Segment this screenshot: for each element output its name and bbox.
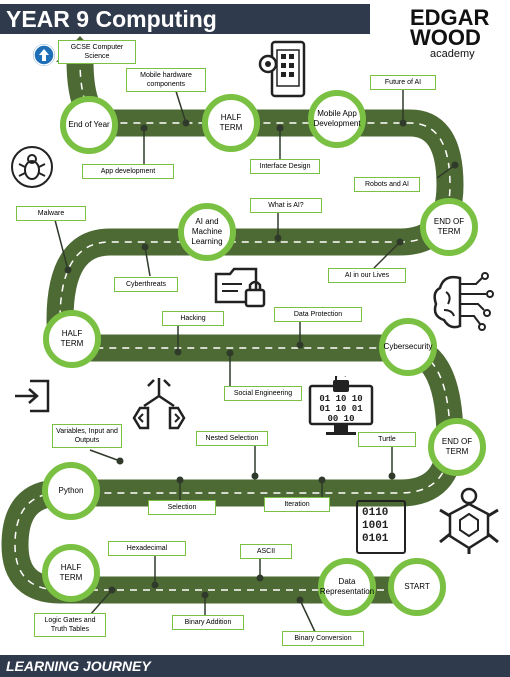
milestone-half-term-1: HALF TERM	[202, 94, 260, 152]
monitor-binary-text: 01 10 10 01 10 01 00 10	[319, 394, 363, 424]
footer-title: LEARNING JOURNEY	[6, 658, 151, 674]
footer-banner: LEARNING JOURNEY	[0, 655, 510, 677]
milestone-end-of-year: End of Year	[60, 96, 118, 154]
milestone-cybersecurity: Cybersecurity	[379, 318, 437, 376]
topic-robots-and-ai: Robots and AI	[354, 177, 420, 192]
topic-gcse-computer-science: GCSE Computer Science	[58, 40, 136, 64]
road-center-line	[14, 59, 451, 591]
milestone-half-term-3: HALF TERM	[42, 544, 100, 602]
school-logo: EDGAR WOOD academy	[410, 5, 506, 70]
bug-icon	[11, 146, 53, 188]
topic-turtle: Turtle	[358, 432, 416, 447]
topic-nested-selection: Nested Selection	[196, 431, 268, 446]
topic-hacking: Hacking	[162, 311, 224, 326]
mobile-app-icon	[258, 40, 306, 98]
topic-future-of-ai: Future of AI	[370, 75, 436, 90]
milestone-python: Python	[42, 462, 100, 520]
page-title: YEAR 9 Computing	[6, 6, 217, 32]
milestone-ai-ml: AI and Machine Learning	[178, 203, 236, 261]
milestone-label: Mobile App Development	[313, 109, 361, 128]
topic-data-protection: Data Protection	[274, 307, 362, 322]
topic-app-development: App development	[82, 164, 174, 179]
milestone-mobile-app: Mobile App Development	[308, 90, 366, 148]
logo-line-1: EDGAR	[410, 5, 490, 30]
topic-malware: Malware	[16, 206, 86, 221]
milestone-half-term-2: HALF TERM	[43, 310, 101, 368]
milestone-label: Python	[58, 486, 84, 495]
topic-cyberthreats: Cyberthreats	[114, 277, 178, 292]
topic-social-engineering: Social Engineering	[224, 386, 302, 401]
logo-line-3: academy	[430, 48, 475, 60]
milestone-label: End of Year	[68, 120, 110, 129]
code-branch-icon	[132, 378, 186, 430]
topic-mobile-hardware: Mobile hardware components	[126, 68, 206, 92]
header-banner: YEAR 9 Computing	[0, 4, 370, 34]
topic-interface-design: Interface Design	[250, 159, 320, 174]
milestone-start: START	[388, 558, 446, 616]
milestone-label: Data Representation	[319, 577, 375, 596]
milestone-label: END OF TERM	[441, 437, 473, 456]
sign-in-icon	[15, 379, 50, 413]
milestone-label: HALF TERM	[59, 563, 83, 582]
secure-monitor-icon: 01 10 10 01 10 01 00 10	[308, 376, 374, 440]
topic-selection: Selection	[148, 500, 216, 515]
topic-hexadecimal: Hexadecimal	[108, 541, 186, 556]
milestone-label: HALF TERM	[219, 113, 243, 132]
arrow-up-icon	[33, 44, 55, 66]
milestone-end-of-term-2: END OF TERM	[428, 418, 486, 476]
milestone-label: END OF TERM	[433, 217, 465, 236]
milestone-label: HALF TERM	[60, 329, 84, 348]
topic-what-is-ai: What is AI?	[250, 198, 322, 213]
milestone-label: AI and Machine Learning	[191, 217, 223, 246]
logo-line-2: WOOD	[410, 25, 481, 50]
turtle-icon	[439, 487, 499, 554]
milestone-end-of-term-1: END OF TERM	[420, 198, 478, 256]
topic-binary-conversion: Binary Conversion	[282, 631, 364, 646]
topic-binary-addition: Binary Addition	[172, 615, 244, 630]
locked-folder-icon	[214, 267, 266, 308]
topic-ai-in-our-lives: AI in our Lives	[328, 268, 406, 283]
topic-logic-gates: Logic Gates and Truth Tables	[34, 613, 106, 637]
milestone-data-representation: Data Representation	[318, 558, 376, 616]
binary-file-icon: 0110 1001 0101	[356, 500, 406, 554]
topic-ascii: ASCII	[240, 544, 292, 559]
topic-variables-input-outputs: Variables, Input and Outputs	[52, 424, 122, 448]
milestone-label: START	[404, 582, 430, 591]
topic-iteration: Iteration	[264, 497, 330, 512]
ai-brain-icon	[433, 272, 494, 331]
milestone-label: Cybersecurity	[383, 342, 433, 351]
